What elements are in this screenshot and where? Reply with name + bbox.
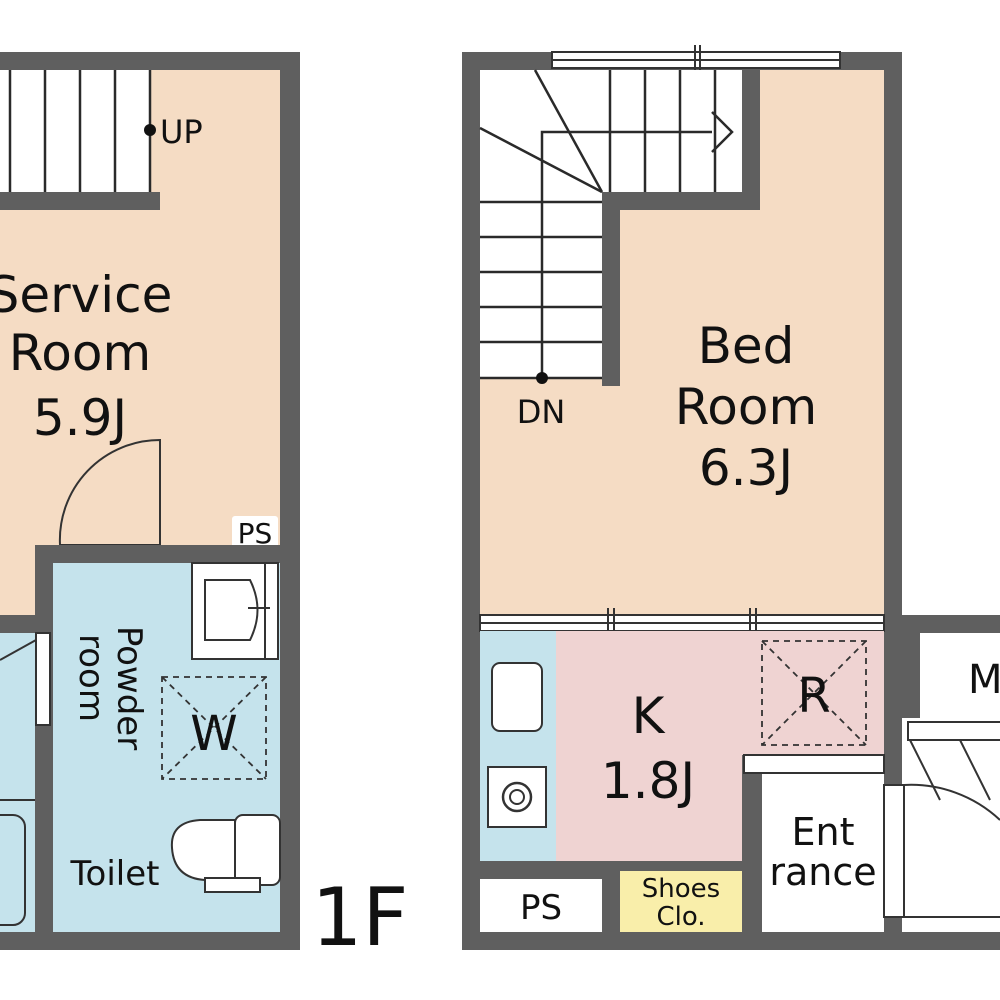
service-room-area: 5.9J — [33, 389, 127, 447]
entrance-floor — [762, 773, 884, 932]
right-stairs-wall-v2 — [602, 192, 620, 386]
entrance-line1: Ent — [792, 810, 855, 854]
stove — [487, 766, 547, 828]
entrance-step — [743, 754, 885, 774]
washbasin-bowl — [204, 579, 259, 641]
bed-room-area: 6.3J — [699, 439, 793, 497]
right-stairs — [480, 70, 742, 378]
toilet-tank — [234, 814, 281, 886]
left-interior-wall-short — [0, 615, 35, 633]
entrance-wall — [742, 755, 762, 932]
service-room-line1: Service — [0, 266, 172, 324]
left-stairs — [0, 70, 150, 192]
fridge-space — [761, 640, 867, 746]
left-ps-box — [232, 516, 278, 548]
up-marker — [144, 124, 156, 136]
right-ps-label: PS — [520, 888, 562, 928]
left-interior-wall-h — [35, 545, 280, 563]
right-floor: DN Bed Room 6.3J R K 1.8J Ent rance — [462, 45, 902, 950]
kitchen-area: 1.8J — [601, 752, 695, 810]
powder-room-line1: Powder — [109, 626, 149, 750]
kitchen-label: K — [632, 687, 666, 745]
toilet-base — [204, 877, 261, 893]
left-ps-label: PS — [238, 517, 273, 550]
edge-room-floor — [920, 633, 1000, 718]
powder-room-line2: room — [71, 634, 111, 722]
washer-space — [161, 676, 267, 780]
left-floor: UP Service Room 5.9J PS W — [0, 52, 300, 950]
left-bath-door — [35, 632, 51, 726]
right-stairs-wall-h — [602, 192, 760, 210]
entrance-line2: rance — [769, 850, 876, 894]
fridge-label: R — [797, 668, 830, 724]
edge-door-frame — [883, 784, 905, 918]
kitchen-sink — [491, 662, 543, 732]
bed-room-line1: Bed — [698, 317, 795, 375]
left-interior-wall-v — [35, 545, 53, 950]
bathtub-edge — [0, 814, 26, 926]
right-stair-treads — [479, 69, 734, 380]
right-stairs-wall-v — [742, 70, 760, 210]
right-edge-unit: M — [883, 615, 1000, 950]
left-stairs-wall — [0, 192, 160, 210]
service-room-lower-floor — [0, 545, 35, 615]
service-room-line2: Room — [9, 324, 151, 382]
shoes-line1: Shoes — [642, 874, 720, 904]
entrance-door-swing — [903, 783, 1000, 821]
edge-room-label: M — [968, 657, 1000, 703]
edge-closet — [907, 721, 1000, 741]
service-room-door-swing — [58, 438, 161, 546]
left-bath-floor — [0, 633, 35, 932]
washer-label: W — [190, 706, 237, 762]
shoes-line2: Clo. — [656, 902, 705, 932]
floor-label: 1F — [312, 871, 409, 964]
left-stair-treads — [8, 70, 152, 192]
toilet-label: Toilet — [70, 854, 160, 894]
shoes-closet — [620, 871, 742, 932]
bed-room-line2: Room — [675, 378, 817, 436]
up-label: UP — [160, 113, 203, 151]
left-bath-door-swing — [0, 639, 37, 661]
edge-lower-floor — [902, 718, 1000, 932]
dn-label: DN — [517, 393, 566, 431]
toilet-bowl — [170, 819, 236, 881]
dn-marker — [536, 372, 548, 384]
right-ps-box — [480, 879, 602, 932]
stove-burner-icon — [501, 781, 533, 813]
